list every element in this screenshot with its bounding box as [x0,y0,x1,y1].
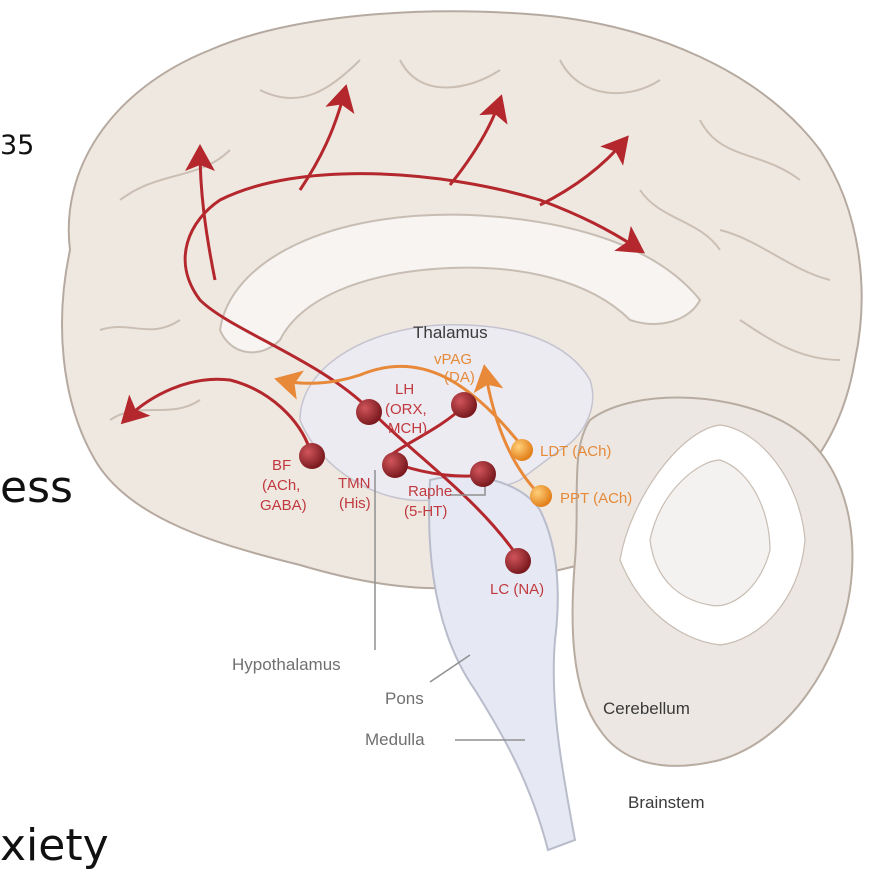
label-raphe-nt: (5-HT) [404,503,447,520]
label-ldt: LDT (ACh) [540,443,611,460]
label-lc: LC (NA) [490,581,544,598]
ldt-node [511,439,533,461]
label-hypothalamus: Hypothalamus [232,655,341,674]
label-thalamus: Thalamus [413,323,488,342]
lc-node [505,548,531,574]
label-bf: BF [272,457,291,474]
label-pons: Pons [385,689,424,708]
label-raphe: Raphe [408,483,452,500]
label-lh-nt1: (ORX, [385,401,427,418]
label-lh: LH [395,381,414,398]
label-tmn: TMN [338,475,371,492]
label-ppt: PPT (ACh) [560,490,632,507]
label-cerebellum: Cerebellum [603,699,690,718]
raphe-node [470,461,496,487]
label-bf-nt1: (ACh, [262,477,300,494]
tmn-node [382,452,408,478]
label-tmn-nt: (His) [339,495,371,512]
bf-node [299,443,325,469]
ppt-node [530,485,552,507]
label-lh-nt2: MCH) [388,420,427,437]
vpag-node [451,392,477,418]
label-medulla: Medulla [365,730,425,749]
label-brainstem: Brainstem [628,793,705,812]
label-bf-nt2: GABA) [260,497,307,514]
label-vpag: vPAG [434,351,472,368]
lh-node [356,399,382,425]
label-vpag-nt: (DA) [444,369,475,386]
